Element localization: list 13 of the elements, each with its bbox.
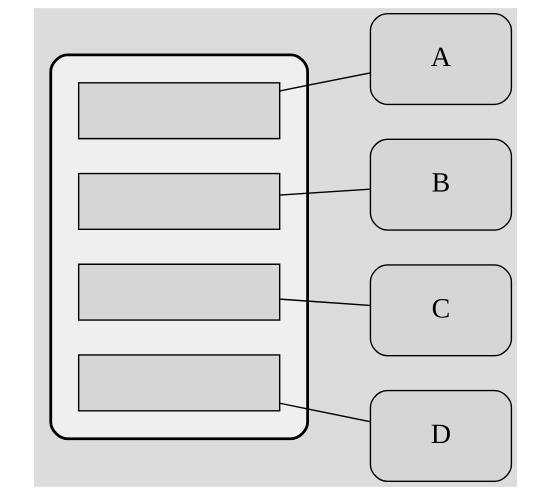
node-box: D (369, 390, 512, 482)
node-box (77, 264, 280, 321)
connector (279, 188, 370, 196)
node-box (77, 82, 280, 140)
node-box (77, 354, 280, 412)
connector (279, 298, 370, 306)
node-box: B (369, 138, 512, 231)
node-box (77, 172, 280, 230)
node-box: A (369, 12, 512, 106)
cluster (48, 53, 308, 440)
node-box: C (369, 264, 512, 356)
connector (279, 72, 370, 92)
connector (279, 402, 370, 422)
